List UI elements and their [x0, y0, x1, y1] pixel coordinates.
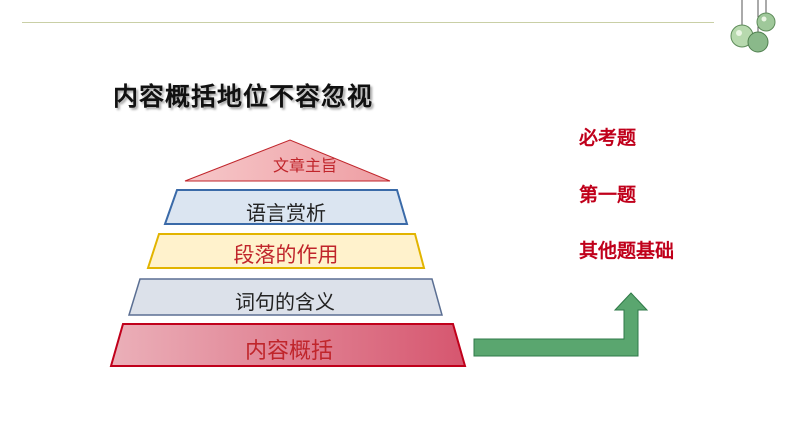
- pyramid-top-triangle: [184, 139, 391, 182]
- page-title: 内容概括地位不容忽视: [113, 82, 374, 111]
- top-divider: [22, 22, 714, 23]
- bent-arrow-icon: [473, 292, 649, 357]
- pyramid-layer-4: [127, 278, 443, 316]
- pyramid-base-layer: [109, 323, 467, 367]
- hanging-lamps-decoration-icon: [730, 0, 776, 53]
- pyramid-base-label: 内容概括: [244, 339, 334, 364]
- pyramid-layer-3-label: 段落的作用: [233, 243, 339, 267]
- right-label-must-test: 必考题: [579, 127, 637, 149]
- pyramid-layer-4-label: 词句的含义: [235, 290, 335, 314]
- right-label-foundation: 其他题基础: [579, 240, 675, 262]
- pyramid-layer-2-label: 语言赏析: [246, 201, 326, 225]
- pyramid-top-label: 文章主旨: [272, 156, 338, 175]
- pyramid-layer-2: [163, 189, 409, 225]
- right-label-first-question: 第一题: [579, 184, 637, 206]
- pyramid-layer-3: [146, 233, 426, 269]
